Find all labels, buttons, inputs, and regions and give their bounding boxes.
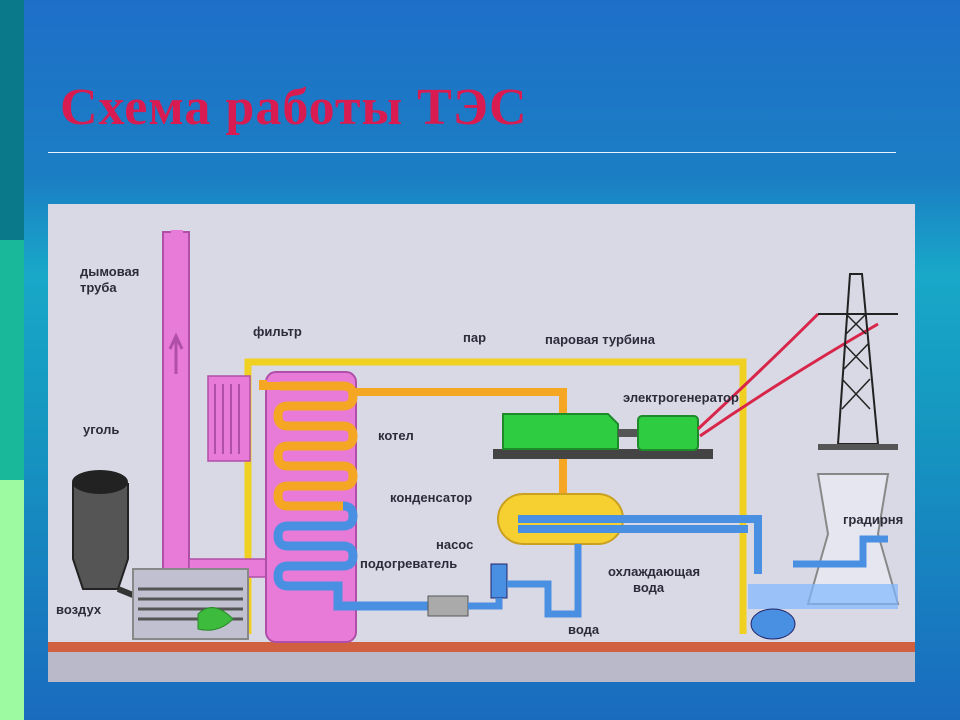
power-line	[696, 312, 820, 431]
label-cooling-water-line2: вода	[633, 580, 665, 595]
left-accent-strip	[0, 480, 24, 720]
chimney-arrow	[168, 332, 184, 374]
label-coal: уголь	[83, 422, 119, 437]
ground	[48, 648, 915, 682]
feedwater-pipe	[468, 544, 582, 618]
label-generator: электрогенератор	[623, 390, 739, 405]
frame-pipe	[244, 358, 747, 634]
heater	[427, 595, 469, 617]
label-cooling-tower: градирня	[843, 512, 903, 527]
shaft	[618, 429, 638, 437]
label-water: вода	[568, 622, 600, 637]
cooling-basin	[750, 608, 796, 640]
furnace	[132, 568, 249, 640]
label-chimney-line2: труба	[80, 280, 117, 295]
steam-pipe	[259, 380, 567, 414]
title-underline	[48, 152, 896, 153]
steam-turbine	[502, 413, 619, 450]
turbine-base	[493, 449, 713, 459]
power-line	[699, 322, 879, 438]
label-cooling-water-line1: охлаждающая	[608, 564, 700, 579]
cooling-pond	[748, 584, 898, 609]
base-strip	[48, 642, 915, 652]
cooling-loop	[518, 515, 762, 574]
power-plant-diagram: дымовая труба фильтр пар паровая турбина…	[48, 204, 915, 682]
water-coil	[273, 501, 443, 611]
coal-pile	[72, 470, 128, 494]
pylon-lattice	[841, 313, 871, 410]
label-filter: фильтр	[253, 324, 302, 339]
pylon-base	[818, 444, 898, 450]
chimney	[162, 231, 190, 578]
tower-pipe	[793, 535, 888, 568]
pump	[490, 563, 508, 599]
label-heater: подогреватель	[360, 556, 457, 571]
steam-coil	[273, 381, 358, 511]
filter-pipes	[214, 384, 240, 454]
label-cooling-water: охлаждающая вода	[608, 564, 704, 595]
left-accent-strip	[0, 0, 24, 240]
label-condenser: конденсатор	[390, 490, 472, 505]
chimney-top	[171, 230, 183, 244]
fan	[197, 607, 234, 631]
air-coil	[138, 587, 243, 621]
label-air: воздух	[56, 602, 102, 617]
label-steam: пар	[463, 330, 486, 345]
label-boiler: котел	[378, 428, 414, 443]
slide-title: Схема работы ТЭС	[60, 79, 528, 136]
left-accent-strip	[0, 240, 24, 480]
label-chimney: дымовая труба	[80, 264, 143, 295]
label-steam-turbine: паровая турбина	[545, 332, 656, 347]
electrogenerator	[637, 415, 699, 451]
coal-bunker	[72, 483, 129, 590]
label-chimney-line1: дымовая	[80, 264, 139, 279]
label-pump: насос	[436, 537, 473, 552]
